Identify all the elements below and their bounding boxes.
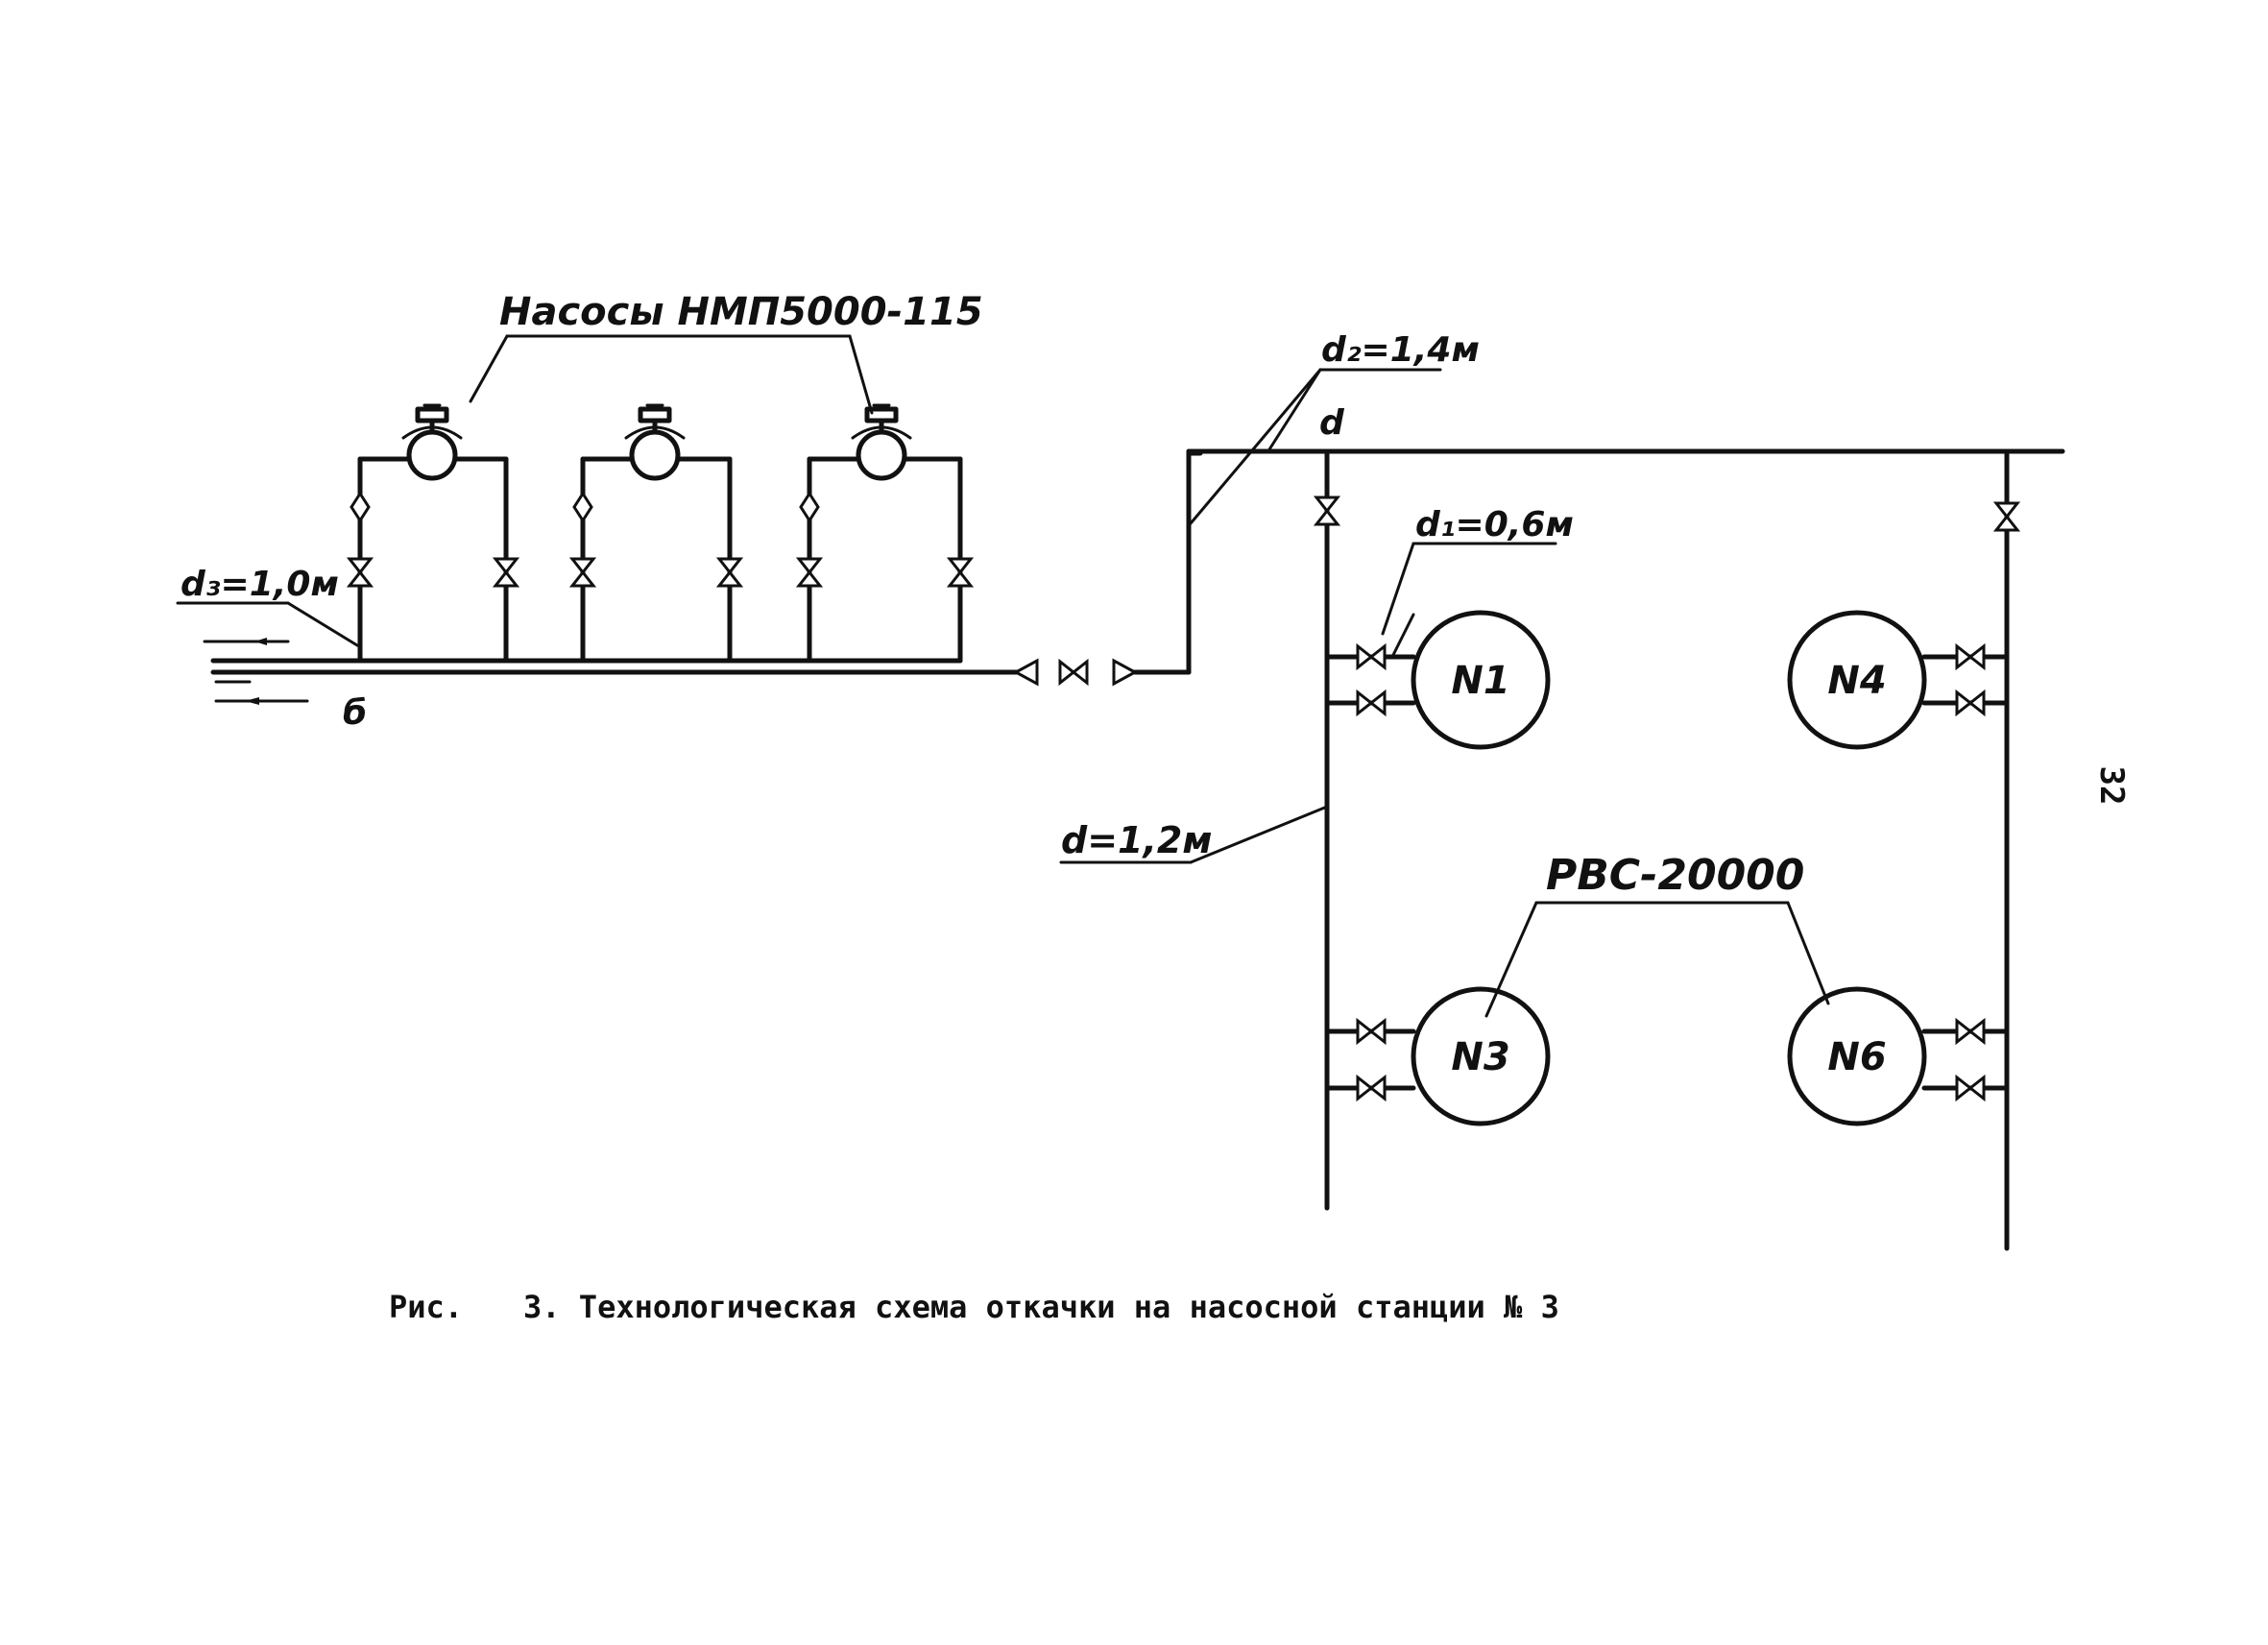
d1-label: d₁=0,6м: [1415, 505, 1574, 544]
leader-lines: [176, 334, 1830, 1018]
gate-valve-icon: [1058, 660, 1089, 685]
tank-n3: N3: [1411, 986, 1551, 1126]
svg-text:N4: N4: [1827, 659, 1886, 703]
svg-text:N6: N6: [1827, 1035, 1886, 1079]
pump-icon: [403, 405, 461, 478]
check-valve-icon: [350, 492, 371, 522]
gate-valve-icon: [1356, 690, 1387, 715]
pump-unit-3: [797, 405, 973, 664]
tank-group-label: РВС-20000: [1546, 851, 1804, 900]
discharge-header: [1186, 448, 2065, 675]
gate-valve-icon: [1356, 644, 1387, 669]
gate-valve-icon: [348, 557, 373, 588]
pump-unit-2: [570, 405, 742, 664]
tank-n4: N4: [1787, 610, 1927, 750]
pump-icon: [626, 405, 684, 478]
gate-valve-icon: [948, 557, 973, 588]
check-valve-icon: [572, 492, 593, 522]
gate-valve-icon: [1356, 1019, 1387, 1044]
left-manifold: [1315, 448, 1339, 1211]
figure-caption: 3. Технологическая схема откачки на насо…: [523, 1289, 1559, 1325]
gate-valve-icon: [570, 557, 595, 588]
gate-valve-icon: [1955, 644, 1986, 669]
gate-valve-icon: [1356, 1076, 1387, 1101]
gate-valve-icon: [1994, 501, 2019, 532]
d2-label: d₂=1,4м: [1321, 330, 1480, 370]
gate-valve-icon: [494, 557, 519, 588]
gate-valve-icon: [797, 557, 822, 588]
check-valve-icon: [799, 492, 820, 522]
d-label: d=1,2м: [1061, 819, 1212, 861]
d-small-label: d: [1319, 403, 1345, 443]
tank-n1: N1: [1411, 610, 1551, 750]
b-label: б: [343, 693, 367, 733]
suction-header: [203, 638, 1021, 705]
gate-valve-icon: [1315, 496, 1339, 526]
d3-label: d₃=1,0м: [181, 565, 339, 604]
gate-valve-icon: [1955, 690, 1986, 715]
pump-icon: [853, 405, 910, 478]
right-manifold: [1994, 448, 2019, 1251]
page-number: 32: [2092, 766, 2131, 806]
gate-valve-icon: [1955, 1076, 1986, 1101]
tank-n6: N6: [1787, 986, 1927, 1126]
gate-valve-icon: [1955, 1019, 1986, 1044]
discharge-valves: [1012, 658, 1192, 687]
svg-text:N1: N1: [1451, 659, 1509, 703]
gate-valve-icon: [717, 557, 742, 588]
pumps-label: Насосы НМП5000-115: [499, 290, 983, 334]
svg-text:N3: N3: [1451, 1035, 1509, 1079]
figure-caption-prefix: Рис.: [389, 1289, 463, 1325]
pump-unit-1: [348, 405, 519, 664]
tank-connections: [1324, 613, 2010, 1101]
